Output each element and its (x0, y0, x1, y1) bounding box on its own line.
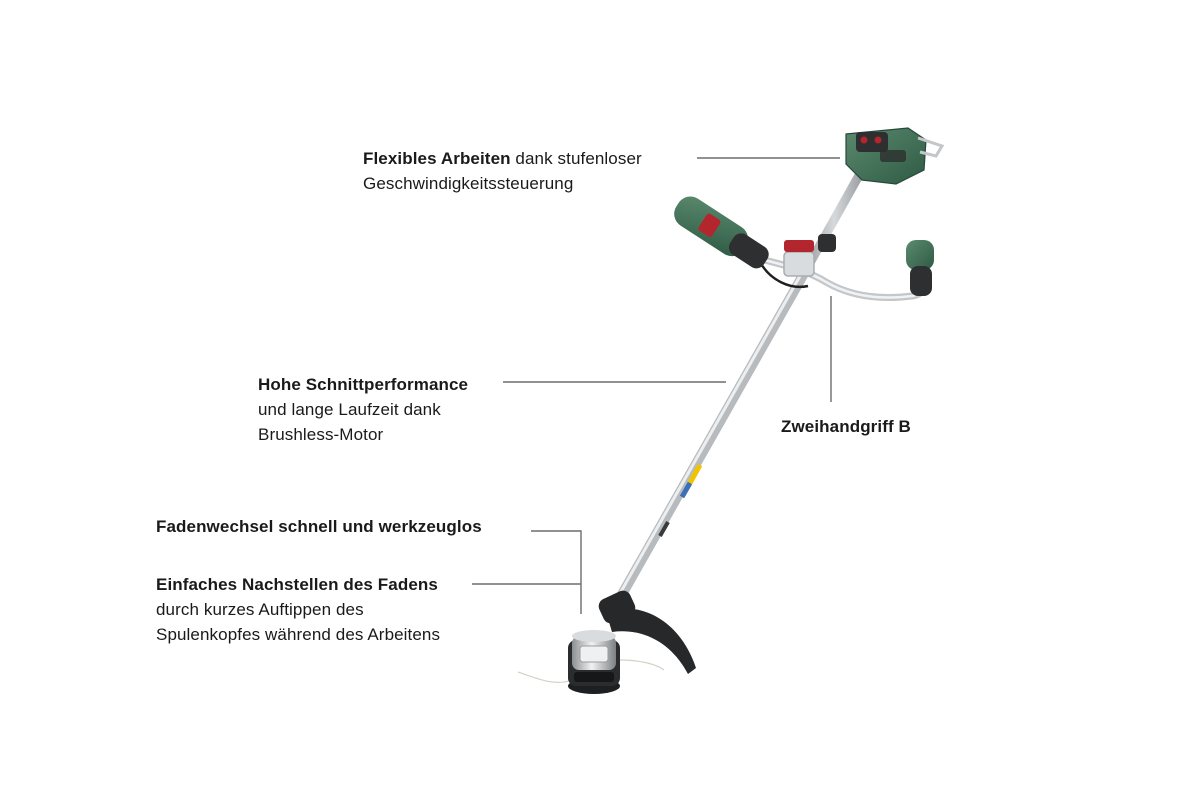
callout-flexible-line1: Flexibles Arbeiten dank stufenloser (363, 146, 642, 171)
callout-adjust-line3: Spulenkopfes während des Arbeitens (156, 625, 441, 644)
callout-twohand-bold: Zweihandgriff B (781, 417, 911, 436)
callout-twohand-line1: Zweihandgriff B (781, 414, 911, 439)
callout-two-hand-grip: Zweihandgriff B (781, 414, 911, 439)
callout-performance-line3: Brushless-Motor (258, 425, 384, 444)
callout-flexible-bold: Flexibles Arbeiten (363, 149, 511, 168)
callout-adjust-line1: Einfaches Nachstellen des Fadens (156, 572, 440, 597)
callout-adjust-bold: Einfaches Nachstellen des Fadens (156, 575, 438, 594)
shaft (607, 165, 867, 617)
callout-linechange-bold: Fadenwechsel schnell und werkzeuglos (156, 517, 482, 536)
callout-performance-bold: Hohe Schnittperformance (258, 375, 469, 394)
leader-lines (472, 157, 840, 614)
callout-linechange-line1: Fadenwechsel schnell und werkzeuglos (156, 514, 482, 539)
callout-performance-line2: und lange Laufzeit dank (258, 400, 441, 419)
callout-flexible-line2: Geschwindigkeitssteuerung (363, 174, 574, 193)
callout-line-adjust: Einfaches Nachstellen des Fadens durch k… (156, 572, 440, 647)
callout-performance-line1: Hohe Schnittperformance (258, 372, 468, 397)
cutting-head (517, 590, 696, 694)
callout-line-change: Fadenwechsel schnell und werkzeuglos (156, 514, 482, 539)
callout-flexible-working: Flexibles Arbeiten dank stufenloser Gesc… (363, 146, 642, 196)
two-hand-handle (674, 196, 934, 301)
callout-adjust-line2: durch kurzes Auftippen des (156, 600, 364, 619)
motor-head (845, 127, 945, 185)
callout-cutting-performance: Hohe Schnittperformance und lange Laufze… (258, 372, 468, 447)
callout-flexible-rest: dank stufenloser (510, 149, 642, 168)
leader-line-linechange (531, 530, 582, 614)
